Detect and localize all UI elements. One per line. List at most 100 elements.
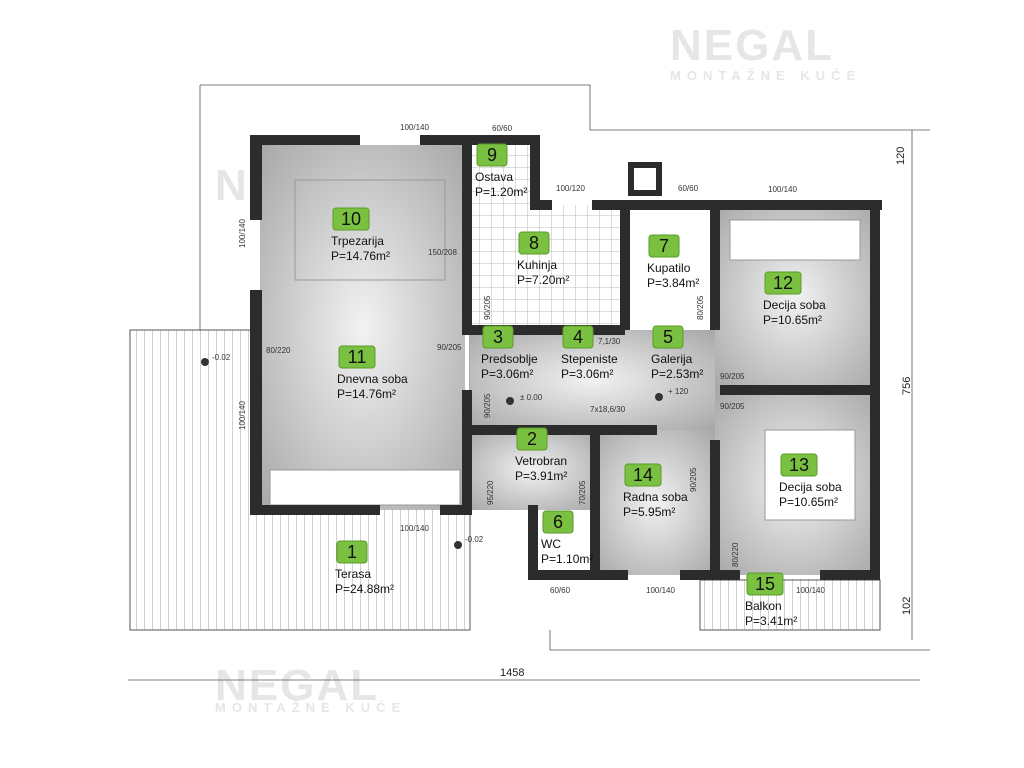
room-number: 2 (527, 429, 537, 449)
svg-text:90/205: 90/205 (720, 372, 745, 381)
room-name: Predsoblje (481, 352, 538, 366)
room-number: 5 (663, 327, 673, 347)
room-number-badge (518, 231, 550, 255)
room-name: Radna soba (623, 490, 688, 504)
outline-lines (128, 84, 930, 681)
svg-text:100/140: 100/140 (796, 586, 825, 595)
room-number-badge (482, 325, 514, 349)
room-number-badge (562, 325, 594, 349)
room-number-badge (648, 234, 680, 258)
room-number: 10 (341, 209, 361, 229)
svg-text:-0.02: -0.02 (212, 353, 231, 362)
dim-balcony: 102 (901, 597, 913, 615)
room-number-badge (332, 207, 370, 231)
room-name: Balkon (745, 599, 782, 613)
svg-text:NEGAL: NEGAL (670, 21, 834, 70)
room-area: P=2.53m² (651, 367, 703, 381)
svg-text:± 0.00: ± 0.00 (520, 393, 543, 402)
svg-text:-0.02: -0.02 (465, 535, 484, 544)
room-name: Galerija (651, 352, 693, 366)
room-number-badge (516, 427, 548, 451)
svg-text:100/140: 100/140 (238, 219, 247, 248)
room-number: 3 (493, 327, 503, 347)
room-number: 12 (773, 273, 793, 293)
room-number-badge (652, 325, 684, 349)
door-labels: 150/208 80/220 90/205 90/205 90/205 90/2… (266, 248, 745, 567)
window-labels: 100/140 60/60 100/120 60/60 100/140 100/… (238, 123, 825, 595)
svg-text:60/60: 60/60 (492, 124, 513, 133)
walls (250, 135, 882, 580)
room-area: P=1.10m² (541, 552, 593, 566)
dim-height: 756 (901, 377, 913, 395)
watermark: NEGAL MONTAŽNE KUĆE NEGAL NEGAL MONTAŽNE… (215, 21, 861, 715)
svg-text:80/205: 80/205 (696, 295, 705, 320)
svg-text:NEGAL: NEGAL (215, 661, 379, 710)
room-area: P=7.20m² (517, 273, 569, 287)
svg-text:60/60: 60/60 (678, 184, 699, 193)
dim-width: 1458 (500, 667, 524, 679)
svg-text:MONTAŽNE KUĆE: MONTAŽNE KUĆE (670, 68, 861, 83)
room-number-badge (624, 463, 662, 487)
room-number: 15 (755, 574, 775, 594)
room-area: P=14.76m² (337, 387, 396, 401)
svg-text:100/140: 100/140 (768, 185, 797, 194)
room-number: 7 (659, 236, 669, 256)
room-number: 6 (553, 512, 563, 532)
svg-text:95/220: 95/220 (486, 480, 495, 505)
room-number-badge (542, 510, 574, 534)
room-name: WC (541, 537, 561, 551)
level-marks: -0.02 -0.02 ± 0.00 + 120 7,1/30 7x18,6/3… (201, 337, 689, 549)
room-number-badge (336, 540, 368, 564)
room-area: P=3.91m² (515, 469, 567, 483)
room-name: Stepeniste (561, 352, 618, 366)
room-area: P=14.76m² (331, 249, 390, 263)
room-number: 11 (348, 347, 367, 367)
room-number-badge (780, 453, 818, 477)
svg-text:7x18,6/30: 7x18,6/30 (590, 405, 626, 414)
room-number-badge (746, 572, 784, 596)
room-number: 8 (529, 233, 539, 253)
svg-text:90/205: 90/205 (483, 295, 492, 320)
room-area: P=10.65m² (779, 495, 838, 509)
svg-text:7,1/30: 7,1/30 (598, 337, 621, 346)
room-area: P=5.95m² (623, 505, 675, 519)
room-area: P=24.88m² (335, 582, 394, 596)
svg-text:100/140: 100/140 (400, 123, 429, 132)
room-area: P=1.20m² (475, 185, 527, 199)
room-area: P=3.06m² (481, 367, 533, 381)
room-area: P=10.65m² (763, 313, 822, 327)
svg-text:90/205: 90/205 (689, 467, 698, 492)
room-area: P=3.06m² (561, 367, 613, 381)
room-name: Decija soba (763, 298, 826, 312)
room-name: Trpezarija (331, 234, 384, 248)
balcony-deck (699, 579, 881, 631)
svg-text:80/220: 80/220 (266, 346, 291, 355)
room-name: Vetrobran (515, 454, 567, 468)
svg-text:90/205: 90/205 (483, 393, 492, 418)
room-number: 14 (633, 465, 653, 485)
svg-text:100/120: 100/120 (556, 184, 585, 193)
svg-text:MONTAŽNE KUĆE: MONTAŽNE KUĆE (215, 700, 406, 715)
room-number: 13 (789, 455, 809, 475)
room-name: Terasa (335, 567, 371, 581)
svg-text:100/140: 100/140 (238, 401, 247, 430)
room-name: Kuhinja (517, 258, 557, 272)
svg-text:100/140: 100/140 (400, 524, 429, 533)
room-number: 1 (347, 542, 357, 562)
svg-text:60/60: 60/60 (550, 586, 571, 595)
room-number-badge (476, 143, 508, 167)
